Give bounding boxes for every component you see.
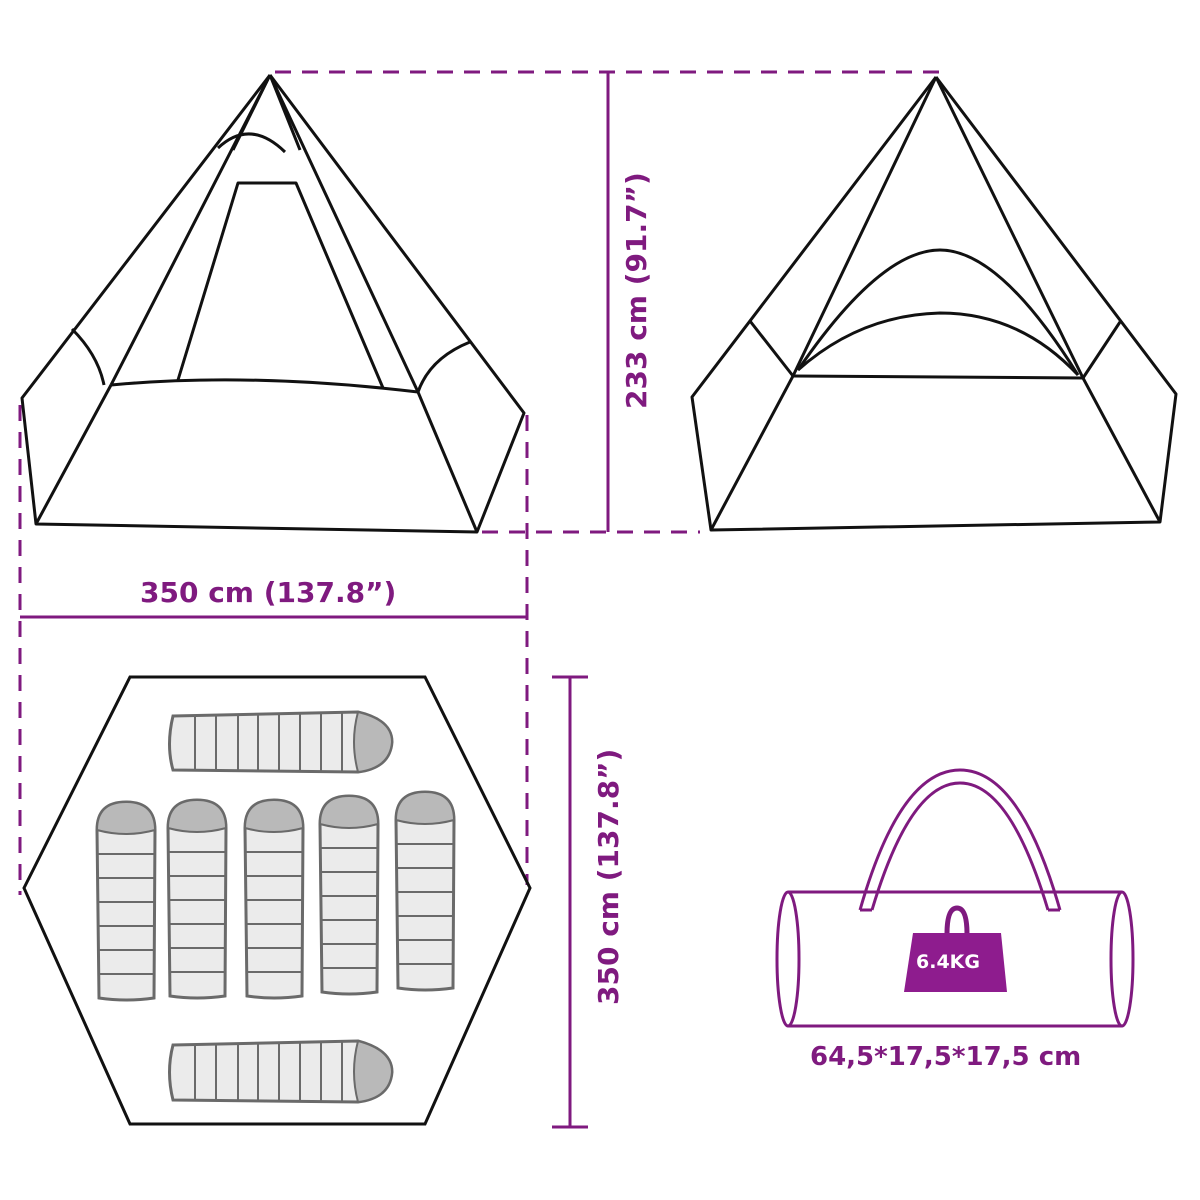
sleeping-bag-vertical-5 <box>394 790 456 992</box>
weight-icon <box>904 905 1007 992</box>
sleeping-bag-vertical-1 <box>95 800 157 1002</box>
sleeping-bag-vertical-4 <box>318 794 380 996</box>
tent-side-view <box>690 76 1178 532</box>
floor-plan <box>22 675 532 1126</box>
sleeping-bag-horizontal-bottom <box>168 1039 394 1104</box>
dimension-lines <box>18 70 942 1129</box>
sleeping-bag-vertical-3 <box>243 798 305 1000</box>
depth-dimension-label: 350 cm (137.8”) <box>592 748 625 1005</box>
height-dimension-label: 233 cm (91.7”) <box>620 172 653 409</box>
width-dimension-label: 350 cm (137.8”) <box>140 576 397 609</box>
sleeping-bag-vertical-2 <box>166 798 228 1000</box>
sleeping-bag-horizontal-top <box>168 710 394 774</box>
package-dimensions-label: 64,5*17,5*17,5 cm <box>810 1042 1082 1072</box>
tent-front-view <box>20 74 526 534</box>
carry-bag <box>775 768 1135 1028</box>
weight-label: 6.4KG <box>916 951 980 973</box>
